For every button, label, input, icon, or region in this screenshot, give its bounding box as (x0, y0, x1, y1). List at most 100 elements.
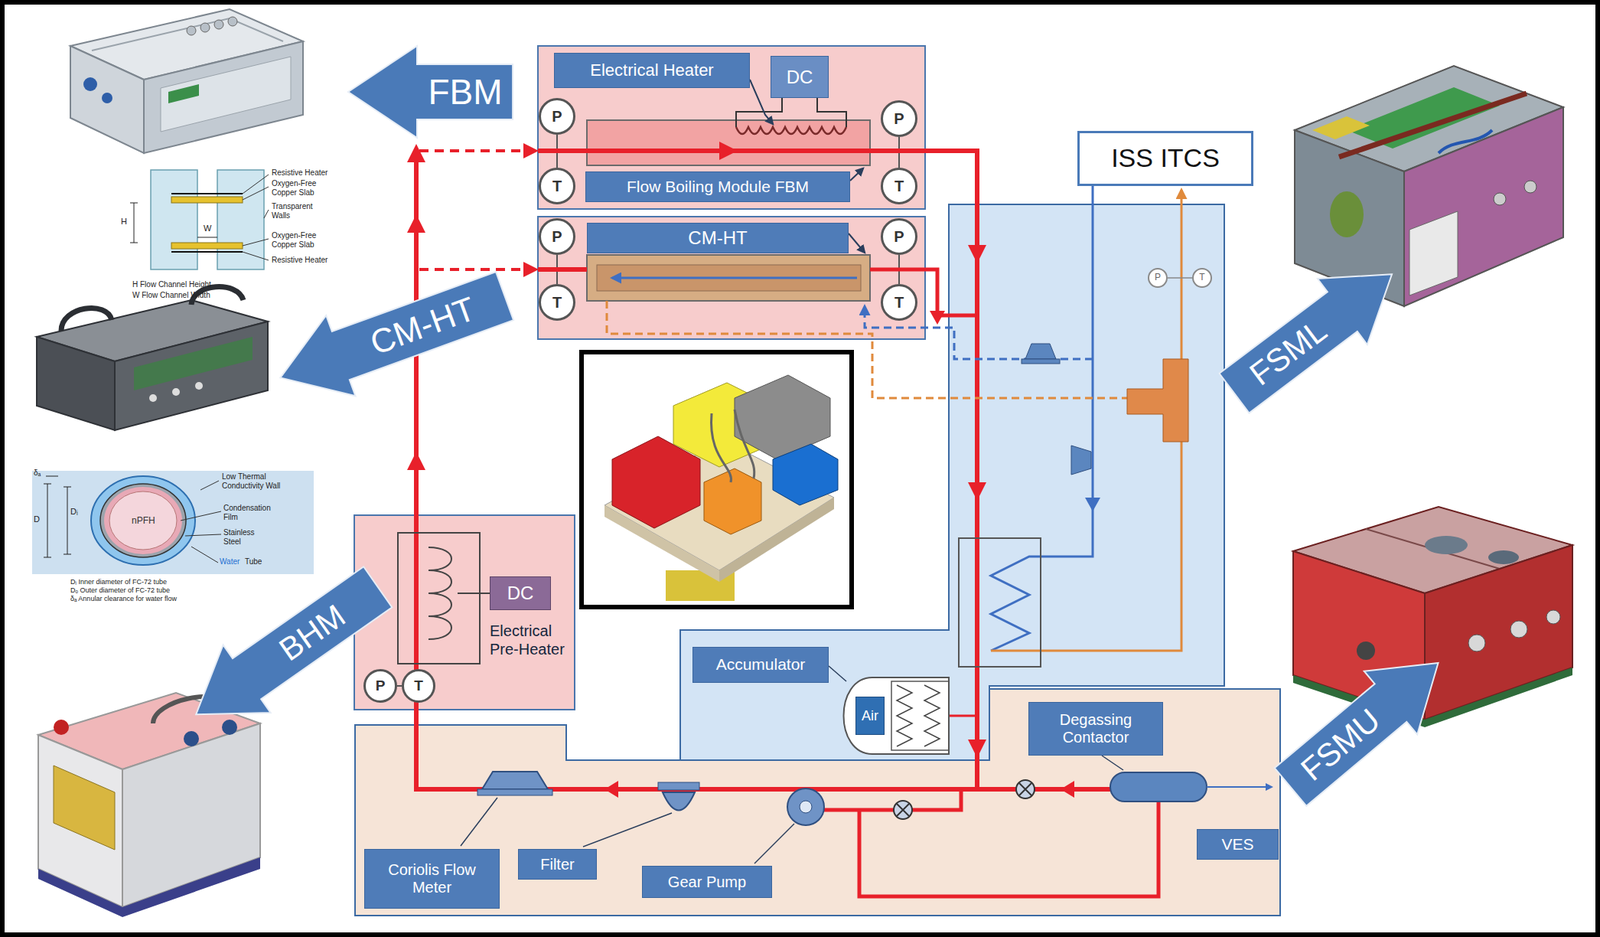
loop-components (1101, 755, 1124, 770)
node-text: Air (861, 707, 879, 724)
fsml-module-render (1524, 180, 1537, 193)
callout-label: Transparent Walls (271, 202, 326, 221)
fluid-label: nPFH (131, 514, 156, 526)
label-box: Flow Boiling Module FBM (585, 171, 851, 203)
arrow-shape (1208, 241, 1417, 427)
node-text: P (1154, 272, 1161, 284)
fsmu-module-render (1365, 528, 1500, 569)
node-text: Flow Boiling Module FBM (626, 177, 809, 196)
node-text: P (893, 110, 904, 128)
fsml-module-render (1493, 192, 1506, 206)
dimension-label: W (203, 223, 212, 234)
fbm-module-render (91, 18, 284, 51)
loop-components (1206, 785, 1272, 788)
tube-cross-section (200, 480, 219, 490)
fc72-flow-loop (419, 267, 536, 271)
fc72-flow-loop (1060, 780, 1075, 798)
callout-label: Condensation Film (223, 503, 287, 522)
label-box: Electrical Heater (553, 52, 750, 88)
node-text: T (1199, 272, 1205, 284)
bhm-module-render (38, 857, 261, 917)
cmht-module-render (61, 307, 112, 331)
bhm-module-render (53, 765, 115, 850)
central-render (772, 443, 838, 506)
loop-components (1019, 782, 1032, 796)
node-text: CM-HT (687, 227, 747, 249)
node-text: Filter (540, 855, 574, 874)
label-box: Degassing Contactor (1028, 701, 1164, 756)
sensor-circle: P (880, 100, 918, 137)
water-loop (1127, 358, 1189, 442)
loop-regions (354, 45, 1281, 916)
sensor-circle: T (401, 668, 436, 703)
sensor-circle: T (880, 167, 918, 205)
loop-components (891, 681, 949, 750)
fsml-module-render (1329, 191, 1364, 238)
node-text: VES (1221, 834, 1254, 854)
cmht-module-render (149, 394, 157, 402)
fc72-flow-loop (604, 780, 619, 798)
dimension-label: H (120, 216, 128, 227)
node-text: P (551, 107, 562, 126)
central-render (703, 468, 762, 535)
node-text: DC (507, 582, 535, 604)
fc72-flow-loop (967, 739, 987, 758)
callout-label: Water (219, 557, 240, 567)
tube-cross-section (32, 470, 314, 574)
water-loop (990, 189, 1182, 651)
label-box: VES (1196, 828, 1279, 860)
module-name: CM-HT (365, 290, 481, 362)
loop-components (924, 684, 940, 747)
tube-cross-section (45, 475, 59, 477)
sensor-circle: T (538, 283, 576, 321)
loop-components (1110, 772, 1207, 802)
water-loop (606, 300, 1128, 398)
fc72-flow-loop (824, 788, 962, 810)
callout-label: Oxygen-Free Copper Slab (271, 231, 326, 250)
tube-cross-section (43, 557, 52, 558)
fsmu-module-render (1293, 506, 1573, 727)
fc72-flow-loop (859, 801, 1159, 897)
fc72-flow-loop (537, 267, 587, 272)
fsmu-module-render (1356, 641, 1376, 660)
bhm-module-render (38, 692, 261, 917)
channel-cross-section (130, 169, 269, 270)
fc72-flow-loop (967, 482, 987, 501)
fbm-test-section (736, 127, 847, 134)
water-loop (1025, 343, 1056, 359)
loop-components (482, 771, 548, 789)
loop-regions (537, 216, 926, 339)
fc72-flow-loop (419, 149, 536, 153)
callout-label: Low Thermal Conductivity Wall (221, 472, 299, 491)
sensor-circle: T (880, 283, 918, 321)
fbm-module-render (101, 92, 113, 104)
fbm-module-render (160, 56, 291, 132)
fc72-flow-loop (407, 214, 426, 233)
callout-label: Tube (244, 557, 262, 567)
node-text: T (552, 177, 562, 196)
fc72-flow-loop (948, 714, 978, 717)
loop-components (583, 812, 672, 847)
node-text: ISS ITCS (1111, 143, 1220, 173)
water-loop (1071, 445, 1092, 475)
fsml-module-render (1404, 107, 1564, 307)
callout-label: Resistive Heater (271, 168, 328, 178)
channel-cross-section (242, 238, 269, 246)
sensor-circle: P (538, 97, 576, 135)
tube-cross-section (67, 486, 69, 554)
node-text: T (552, 293, 562, 312)
fbm-test-section (586, 120, 871, 166)
loop-components (843, 677, 950, 754)
system-box: ISS ITCS (1077, 130, 1254, 186)
loop-components (658, 782, 700, 790)
power-supply-box: DC (489, 576, 551, 610)
arrow-text-holder: FBM (417, 45, 513, 138)
symbol-note: δₐ Annular clearance for water flow (70, 594, 177, 603)
node-text: T (894, 177, 904, 196)
cmht-module-render (133, 336, 253, 391)
fc72-flow-loop (407, 451, 426, 470)
component-label: Electrical Pre-Heater (489, 621, 574, 659)
module-arrow: FBM (348, 45, 513, 138)
symbol-note: Dᵢ Inner diameter of FC-72 tube (70, 577, 167, 587)
